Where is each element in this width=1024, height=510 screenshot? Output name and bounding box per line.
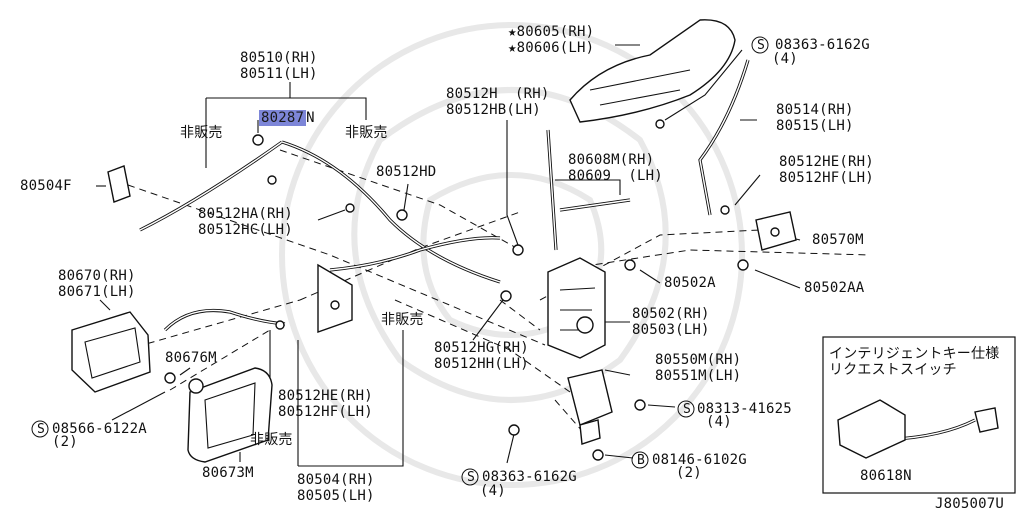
label-80502[interactable]: 80502(RH) 80503(LH) — [632, 306, 710, 338]
label-80512H[interactable]: 80512H (RH) 80512HB(LH) — [446, 86, 550, 118]
label-80512HA[interactable]: 80512HA(RH) 80512HC(LH) — [198, 206, 293, 238]
label-80608M[interactable]: 80608M(RH) 80609 (LH) — [568, 152, 663, 184]
inset-frame — [822, 336, 1016, 494]
label-08363-top[interactable]: 08363-6162G — [775, 37, 870, 53]
label-80550M[interactable]: 80550M(RH) 80551M(LH) — [655, 352, 742, 384]
clips-and-screws — [164, 134, 749, 461]
label-not-for-sale-left: 非販売 — [180, 125, 223, 141]
label-80512HD[interactable]: 80512HD — [376, 164, 437, 180]
latch-assembly — [547, 257, 606, 359]
qty-08566: (2) — [52, 434, 78, 450]
inset-title: インテリジェントキー仕様 リクエストスイッチ — [829, 346, 1000, 378]
qty-08363-bottom: (4) — [480, 483, 506, 499]
symbol-B: B — [637, 453, 646, 468]
label-not-for-sale-bottom: 非販売 — [250, 432, 293, 448]
outside-handle — [569, 19, 736, 129]
block-80504F — [107, 165, 131, 203]
label-80512HE-left[interactable]: 80512HE(RH) 80512HF(LH) — [278, 388, 373, 420]
label-80502AA[interactable]: 80502AA — [804, 280, 865, 296]
label-08146[interactable]: 08146-6102G — [652, 452, 747, 468]
striker-80570M — [755, 211, 797, 251]
label-80510[interactable]: 80510(RH) 80511(LH) — [240, 50, 318, 82]
label-80670[interactable]: 80670(RH) 80671(LH) — [58, 268, 136, 300]
symbol-S-right: S — [683, 402, 692, 417]
label-80502A[interactable]: 80502A — [664, 275, 716, 291]
label-80514[interactable]: 80514(RH) 80515(LH) — [776, 102, 854, 134]
label-80673M[interactable]: 80673M — [202, 465, 254, 481]
actuator-80550M — [567, 369, 613, 445]
request-switch-80618N — [837, 399, 999, 459]
label-08566[interactable]: 08566-6122A — [52, 421, 147, 437]
qty-08363-top: (4) — [772, 51, 798, 67]
label-80512HG[interactable]: 80512HG(RH) 80512HH(LH) — [434, 340, 529, 372]
label-80570M[interactable]: 80570M — [812, 232, 864, 248]
label-not-for-sale-right: 非販売 — [345, 125, 388, 141]
label-80287-suffix: N — [306, 110, 315, 126]
label-08363-bottom[interactable]: 08363-6162G — [482, 469, 577, 485]
label-08313[interactable]: 08313-41625 — [697, 401, 792, 417]
inner-handle-bracket — [317, 263, 353, 333]
label-80504F[interactable]: 80504F — [20, 178, 72, 194]
watermark-emblem — [279, 22, 745, 488]
label-80504[interactable]: 80504(RH) 80505(LH) — [297, 472, 375, 504]
highlighted-part-80287[interactable]: 80287 — [259, 110, 307, 126]
label-80676M[interactable]: 80676M — [165, 350, 217, 366]
label-80605[interactable]: ★80605(RH) ★80606(LH) — [508, 24, 595, 56]
rods-and-cables — [139, 59, 976, 442]
inside-handle-80670 — [71, 311, 151, 393]
symbol-S-bottom: S — [467, 470, 476, 485]
leader-lines — [96, 44, 801, 467]
label-not-for-sale-mid: 非販売 — [381, 312, 424, 328]
symbol-circles — [31, 36, 769, 486]
qty-08313: (4) — [706, 414, 732, 430]
symbol-S-left: S — [37, 422, 46, 437]
label-80512HE-right[interactable]: 80512HE(RH) 80512HF(LH) — [779, 154, 874, 186]
symbol-S-top: S — [757, 38, 766, 53]
label-80618N[interactable]: 80618N — [860, 468, 912, 484]
qty-08146: (2) — [676, 465, 702, 481]
diagram-id: J805007U — [935, 496, 1005, 510]
escutcheon-80673M — [187, 367, 273, 463]
